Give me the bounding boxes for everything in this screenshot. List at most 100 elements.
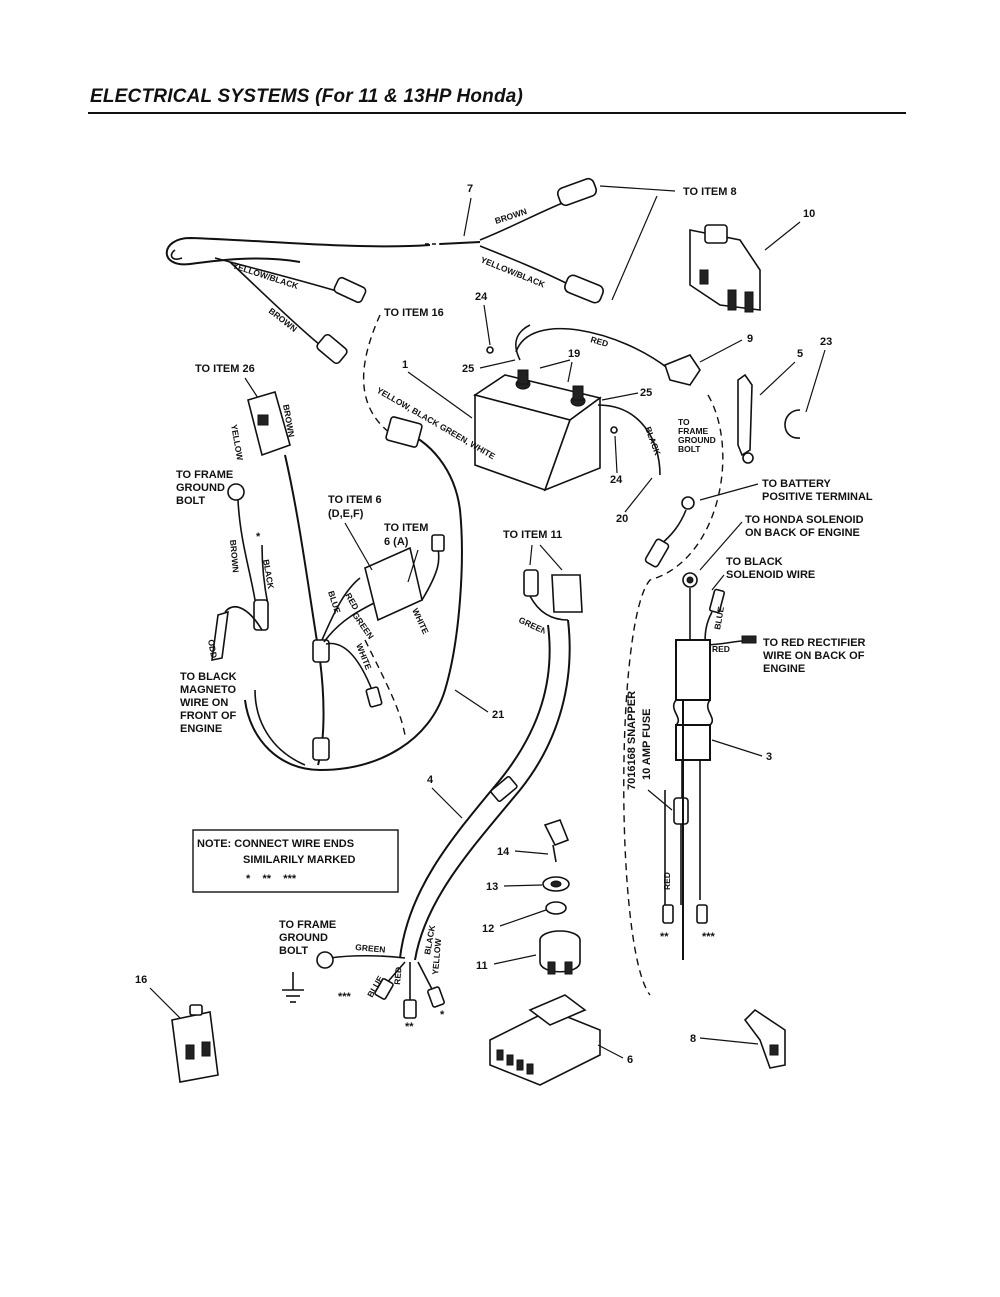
callout-to-item-6-a: TO ITEM 6 (A)	[384, 522, 431, 548]
part-number-11: 11	[476, 960, 488, 972]
part-number-24-top: 24	[475, 291, 488, 303]
leader-19-b	[567, 361, 573, 383]
black-cable	[597, 404, 661, 476]
part-number-25-right: 25	[640, 387, 652, 399]
callout-to-item-6-def: TO ITEM 6 (D,E,F)	[328, 494, 385, 520]
wire-label-brown-top: BROWN	[494, 206, 529, 226]
callout-to-frame-ground-2: TO FRAME GROUND BOLT	[279, 919, 339, 957]
leader-9	[699, 339, 743, 363]
marker-triple-fuse: ***	[702, 931, 716, 943]
callout-to-battery-positive: TO BATTERY POSITIVE TERMINAL	[762, 478, 873, 503]
leader-to-item-26	[244, 377, 259, 399]
wire-label-odd: ODD	[206, 639, 219, 659]
wire-label-black-battery: BLACK	[643, 425, 663, 457]
part-number-14: 14	[497, 846, 510, 858]
item-1-battery	[473, 369, 602, 492]
leader-7	[463, 197, 472, 237]
part-number-13: 13	[486, 881, 498, 893]
leader-to-black-solenoid	[711, 574, 725, 591]
ground-ring-terminal-2	[316, 951, 334, 969]
leader-10	[764, 221, 801, 251]
note-line-1: NOTE: CONNECT WIRE ENDS	[197, 838, 354, 850]
part-number-24-bottom: 24	[610, 474, 623, 486]
callout-to-frame-ground-1: TO FRAME GROUND BOLT	[176, 469, 236, 507]
marker-triple-end: ***	[338, 991, 352, 1003]
wire-label-brown-ground: BROWN	[228, 539, 241, 573]
item-9-terminal-cover	[664, 354, 701, 386]
leader-19-a	[539, 359, 571, 369]
leader-to-item-6-def	[344, 522, 373, 571]
wire-label-blue-harness: BLUE	[326, 590, 343, 615]
part-number-6: 6	[627, 1054, 633, 1066]
leader-25-right	[601, 392, 639, 401]
leader-3	[711, 739, 763, 757]
battery-positive-ring	[681, 496, 695, 510]
item-23-clip	[784, 409, 801, 439]
callout-to-frame-ground-small-1: TO FRAME GROUND BOLT	[678, 417, 718, 454]
leader-14	[514, 850, 549, 855]
leader-24-bottom	[614, 435, 618, 474]
dashed-to-item-16	[362, 314, 401, 441]
wire-label-red-fuse: RED	[712, 644, 730, 654]
leader-4	[431, 787, 463, 819]
fuse-note-line-2: 10 AMP FUSE	[641, 708, 653, 780]
page-title: ELECTRICAL SYSTEMS (For 11 & 13HP Honda)	[90, 86, 524, 107]
part-number-20: 20	[616, 513, 628, 525]
part-number-4: 4	[427, 774, 434, 786]
note-box: NOTE: CONNECT WIRE ENDS SIMILARILY MARKE…	[192, 829, 399, 893]
wire-label-green-end: GREEN	[355, 942, 386, 955]
callout-to-item-11: TO ITEM 11	[503, 529, 562, 541]
part-number-16: 16	[135, 974, 147, 986]
note-line-2: SIMILARILY MARKED	[243, 854, 356, 866]
item-5-bracket	[737, 373, 753, 457]
red-cable	[515, 327, 671, 371]
leader-to-battery-positive	[699, 483, 759, 501]
leader-6	[597, 1044, 624, 1059]
item-16-relay	[171, 1004, 219, 1083]
leader-1	[407, 371, 473, 419]
part-number-9: 9	[747, 333, 753, 345]
leader-to-item-6-a	[407, 549, 419, 583]
wire-label-red-end: RED	[392, 966, 404, 985]
item-8-bracket	[743, 1008, 786, 1069]
part-number-3: 3	[766, 751, 772, 763]
callout-to-black-solenoid: TO BLACK SOLENOID WIRE	[726, 556, 815, 581]
part-number-25-left: 25	[462, 363, 474, 375]
item-6-connector	[489, 994, 601, 1086]
leader-24-top	[483, 304, 491, 346]
wire-label-blue-fuse: BLUE	[712, 605, 726, 630]
wire-label-yellow-end: YELLOW	[430, 937, 443, 975]
leader-5	[759, 361, 796, 396]
item-10-switch	[689, 224, 761, 313]
leader-12	[499, 909, 547, 927]
leader-to-item-11-b	[539, 544, 563, 571]
wire-label-red-top: RED	[589, 334, 609, 349]
item-12-washer	[545, 901, 567, 915]
part-number-5: 5	[797, 348, 803, 360]
ground-symbol	[282, 972, 304, 1003]
part-number-19: 19	[568, 348, 580, 360]
callout-to-item-16: TO ITEM 16	[384, 307, 444, 319]
wire-label-red-vertical: RED	[662, 872, 672, 890]
dashed-route-right	[623, 394, 724, 996]
title-rule	[88, 112, 906, 114]
part-number-23: 23	[820, 336, 832, 348]
item-3-fuse-harness	[662, 639, 714, 960]
part-number-10: 10	[803, 208, 815, 220]
item-11-ignition-switch	[539, 930, 581, 975]
callout-to-item-8: TO ITEM 8	[683, 186, 737, 198]
part-number-7: 7	[467, 183, 473, 195]
note-line-3: * ** ***	[246, 873, 297, 885]
wire-label-yellow-black-left: YELLOW/BLACK	[231, 260, 300, 291]
leader-13	[503, 884, 543, 887]
leader-to-item-11-a	[529, 544, 533, 566]
wire-label-green-item11: GREEN	[517, 615, 549, 637]
leader-20	[624, 477, 653, 513]
part-number-12: 12	[482, 923, 494, 935]
ground-ring-terminal-1	[227, 483, 245, 501]
leader-21	[454, 689, 489, 713]
item-4-harness	[399, 619, 571, 961]
item-7-harness	[165, 177, 604, 365]
